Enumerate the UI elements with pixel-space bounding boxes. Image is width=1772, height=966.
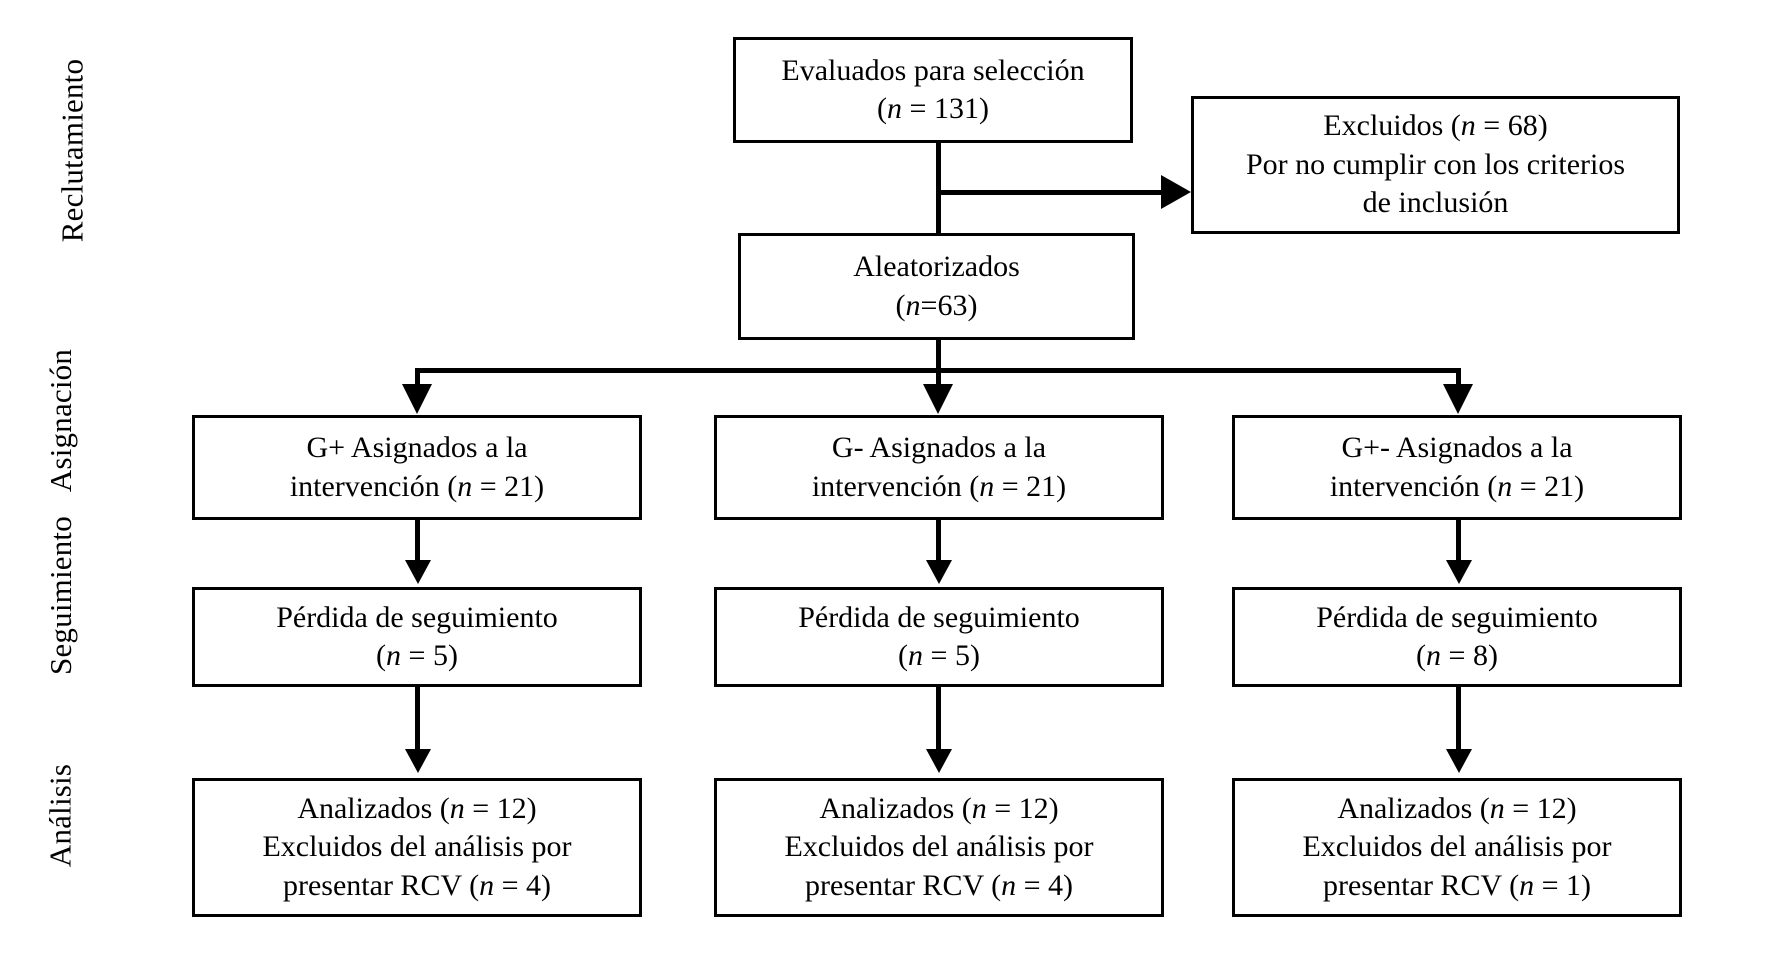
box-analizados-g-plus-minus: Analizados (n = 12) Excluidos del anális…: [1232, 778, 1682, 917]
connector-screened-to-excluded-line: [936, 190, 1161, 195]
box-analizados-g-minus: Analizados (n = 12) Excluidos del anális…: [714, 778, 1164, 917]
connector-alloc-2-to-lost-2-stem: [936, 520, 941, 562]
box-randomized-line-1: Aleatorizados: [853, 250, 1020, 284]
box-analysis-3-line-1: Analizados (n = 12): [1337, 791, 1577, 825]
box-analysis-1-line-3: presentar RCV (n = 4): [283, 868, 551, 902]
connector-bus-to-alloc-2-arrowhead: [923, 384, 953, 414]
connector-screened-to-excluded-arrowhead: [1161, 175, 1191, 209]
connector-alloc-3-to-lost-3-arrowhead: [1446, 560, 1472, 584]
box-analizados-g-plus: Analizados (n = 12) Excluidos del anális…: [192, 778, 642, 917]
connector-bus-to-alloc-2-stem: [936, 368, 941, 386]
box-screened-line-2: (n = 131): [877, 92, 989, 125]
box-excluidos: Excluidos (n = 68) Por no cumplir con lo…: [1191, 96, 1680, 234]
box-excluded-line-1: Excluidos (n = 68): [1323, 109, 1548, 143]
connector-lost-2-to-analysis-2-stem: [936, 687, 941, 749]
stage-label-reclutamiento: Reclutamiento: [54, 58, 90, 243]
box-lost-2-line-1: Pérdida de seguimiento: [798, 600, 1080, 634]
box-analysis-2-line-2: Excluidos del análisis por: [784, 830, 1094, 864]
box-analysis-3-line-3: presentar RCV (n = 1): [1323, 868, 1591, 902]
box-aleatorizados: Aleatorizados (n=63): [738, 233, 1135, 340]
box-lost-3-line-1: Pérdida de seguimiento: [1316, 600, 1598, 634]
box-analysis-3-line-2: Excluidos del análisis por: [1302, 830, 1612, 864]
box-analysis-1-line-2: Excluidos del análisis por: [262, 830, 572, 864]
box-excluded-line-2: Por no cumplir con los criterios: [1245, 147, 1626, 181]
box-perdida-seguimiento-g-plus-minus: Pérdida de seguimiento (n = 8): [1232, 587, 1682, 687]
connector-alloc-2-to-lost-2-arrowhead: [926, 560, 952, 584]
connector-alloc-1-to-lost-1-arrowhead: [405, 560, 431, 584]
box-lost-1-line-1: Pérdida de seguimiento: [276, 600, 558, 634]
box-screened-line-1: Evaluados para selección: [781, 53, 1085, 87]
box-perdida-seguimiento-g-plus: Pérdida de seguimiento (n = 5): [192, 587, 642, 687]
connector-randomized-stem: [936, 340, 941, 372]
connector-alloc-1-to-lost-1-stem: [415, 520, 420, 562]
box-analysis-2-line-3: presentar RCV (n = 4): [805, 868, 1073, 902]
connector-bus-to-alloc-1-arrowhead: [402, 384, 432, 414]
connector-bus-to-alloc-1-stem: [415, 368, 420, 386]
box-asignacion-g-minus: G- Asignados a la intervención (n = 21): [714, 415, 1164, 520]
box-analysis-1-line-1: Analizados (n = 12): [297, 791, 537, 825]
box-alloc-2-line-2: intervención (n = 21): [811, 469, 1067, 503]
box-analysis-2-line-1: Analizados (n = 12): [819, 791, 1059, 825]
box-lost-3-line-2: (n = 8): [1416, 639, 1498, 672]
box-lost-2-line-2: (n = 5): [898, 639, 980, 672]
box-alloc-3-line-1: G+- Asignados a la: [1341, 431, 1573, 465]
connector-bus-to-alloc-3-stem: [1456, 368, 1461, 386]
connector-lost-1-to-analysis-1-stem: [415, 687, 420, 749]
connector-alloc-3-to-lost-3-stem: [1456, 520, 1461, 562]
box-asignacion-g-plus: G+ Asignados a la intervención (n = 21): [192, 415, 642, 520]
connector-lost-2-to-analysis-2-arrowhead: [926, 749, 952, 773]
box-alloc-2-line-1: G- Asignados a la: [831, 431, 1047, 465]
box-alloc-1-line-2: intervención (n = 21): [289, 469, 545, 503]
box-excluded-line-3: de inclusión: [1362, 186, 1509, 220]
connector-lost-3-to-analysis-3-arrowhead: [1446, 749, 1472, 773]
box-alloc-1-line-1: G+ Asignados a la: [306, 431, 528, 465]
stage-label-seguimiento: Seguimiento: [43, 516, 78, 675]
connector-lost-3-to-analysis-3-stem: [1456, 687, 1461, 749]
box-evaluados-para-seleccion: Evaluados para selección (n = 131): [733, 37, 1133, 143]
connector-screened-to-randomized: [936, 143, 941, 235]
connector-lost-1-to-analysis-1-arrowhead: [405, 749, 431, 773]
box-lost-1-line-2: (n = 5): [376, 639, 458, 672]
box-alloc-3-line-2: intervención (n = 21): [1329, 469, 1585, 503]
connector-bus-to-alloc-3-arrowhead: [1443, 384, 1473, 414]
box-perdida-seguimiento-g-minus: Pérdida de seguimiento (n = 5): [714, 587, 1164, 687]
box-randomized-line-2: (n=63): [895, 288, 978, 322]
box-asignacion-g-plus-minus: G+- Asignados a la intervención (n = 21): [1232, 415, 1682, 520]
stage-label-analisis: Análisis: [42, 763, 78, 868]
